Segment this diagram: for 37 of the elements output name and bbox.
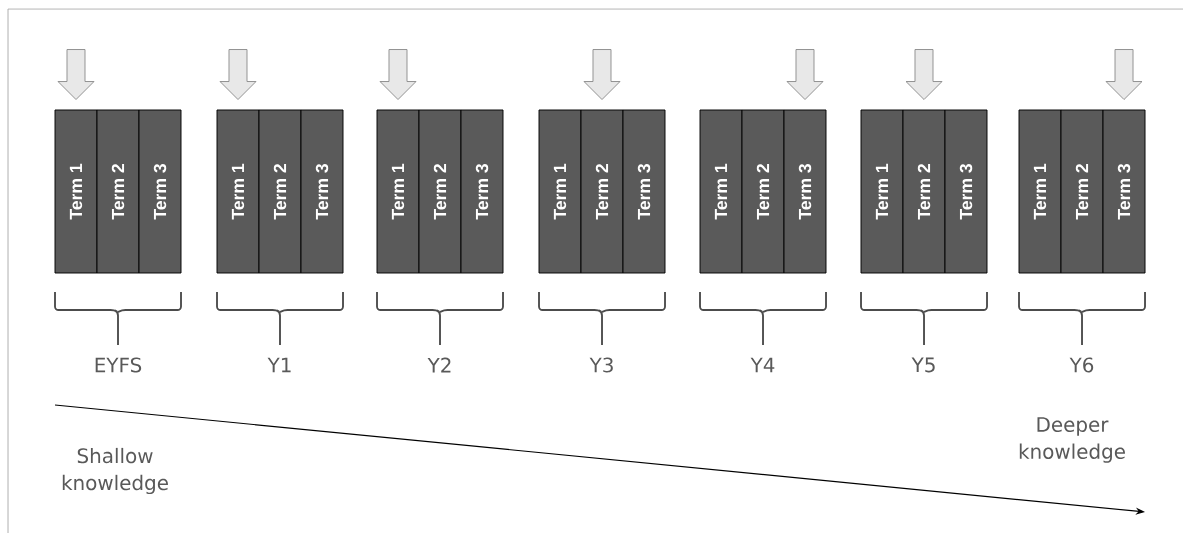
term-box: Term 3 — [783, 109, 827, 274]
arrow — [57, 49, 95, 100]
year-label: Y1 — [267, 357, 291, 373]
year-label: Y5 — [911, 357, 935, 373]
term-box: Term 3 — [300, 109, 344, 274]
year-label: Y4 — [750, 357, 775, 373]
year-label: Y6 — [1069, 357, 1094, 373]
term-box: Term 2 — [418, 109, 462, 274]
arrow — [219, 49, 257, 100]
term-box: Term 1 — [538, 109, 582, 274]
term-box: Term 3 — [1102, 109, 1146, 274]
term-box: Term 3 — [460, 109, 504, 274]
term-box: Term 1 — [1018, 109, 1062, 274]
term-box: Term 2 — [902, 109, 946, 274]
term-box: Term 3 — [622, 109, 666, 274]
term-box: Term 3 — [944, 109, 988, 274]
term-box: Term 1 — [376, 109, 420, 274]
year-label: Y3 — [589, 357, 613, 373]
term-box: Term 2 — [258, 109, 302, 274]
term-box: Term 2 — [580, 109, 624, 274]
arrow — [905, 49, 943, 100]
year-label: EYFS — [95, 357, 142, 373]
term-box: Term 2 — [741, 109, 785, 274]
term-box: Term 2 — [1060, 109, 1104, 274]
scale-label: Shallow knowledge — [62, 447, 168, 495]
arrow — [379, 49, 417, 100]
term-box: Term 1 — [216, 109, 260, 274]
arrow — [583, 49, 621, 100]
term-box: Term 1 — [699, 109, 743, 274]
term-box: Term 3 — [138, 109, 182, 274]
term-box: Term 1 — [54, 109, 98, 274]
term-box: Term 2 — [96, 109, 140, 274]
year-label: Y2 — [427, 357, 451, 373]
arrow — [1105, 49, 1143, 100]
scale-label: Deeper knowledge — [1019, 417, 1125, 463]
arrow — [786, 49, 824, 100]
term-box: Term 1 — [860, 109, 904, 274]
